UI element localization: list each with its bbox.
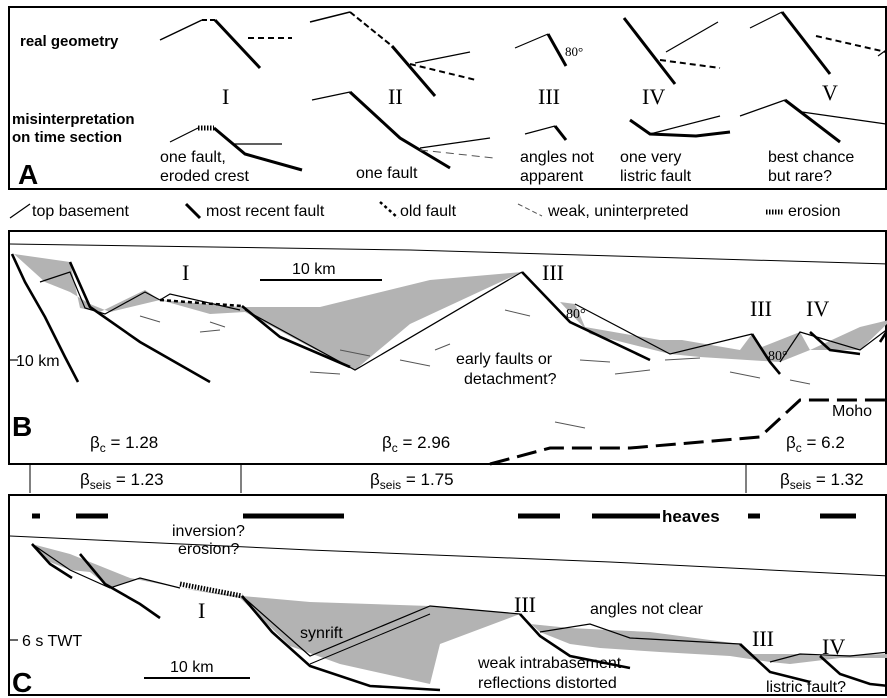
panel-c-drawing: heaves inversion? erosion? I III angles … [10, 507, 887, 698]
panel-b-early-2: detachment? [464, 371, 557, 388]
panel-b-depth-label: 10 km [16, 353, 60, 370]
case-v-caption-2: but rare? [768, 168, 832, 185]
moho-label: Moho [832, 403, 872, 420]
synrift-base [309, 613, 431, 665]
case-i-misinterpretation [169, 125, 303, 172]
case-i-numeral: I [222, 84, 229, 109]
svg-text:βc = 2.96: βc = 2.96 [382, 433, 450, 455]
panel-b-angle-2: 80° [768, 349, 788, 364]
panel-b-weak-reflections [139, 309, 811, 429]
legend-basement-swatch [9, 203, 31, 219]
panel-c-numeral-iii-1: III [514, 592, 536, 617]
panel-b-numeral-iv: IV [806, 296, 829, 321]
panel-c-letter: C [12, 667, 32, 698]
beta-seis-1: βseis = 1.23 [80, 470, 164, 492]
legend-old-fault: old fault [400, 203, 457, 220]
real-geometry-label: real geometry [20, 33, 119, 50]
beta-seis-2: βseis = 1.75 [370, 470, 454, 492]
listric-label: listric fault? [766, 679, 846, 696]
legend-recent-fault-swatch [184, 202, 202, 220]
legend-old-fault-swatch [379, 201, 399, 219]
inversion-label-1: inversion? [172, 523, 245, 540]
panel-a-letter: A [18, 159, 38, 190]
case-v-caption-1: best chance [768, 149, 854, 166]
panel-b-numeral-iii-1: III [542, 260, 564, 285]
case-ii-real [309, 11, 477, 97]
panel-c-numeral-i: I [198, 598, 205, 623]
case-iv-caption-1: one very [620, 149, 681, 166]
legend-weak-swatch [517, 203, 543, 217]
case-v-real [749, 11, 887, 75]
case-iv-real [622, 17, 721, 85]
case-iii-caption-1: angles not [520, 149, 594, 166]
case-i-caption-2: eroded crest [160, 168, 249, 185]
legend-recent-fault: most recent fault [206, 203, 325, 220]
beta-seis-drawing: βseis = 1.23 βseis = 1.75 βseis = 1.32 [29, 465, 864, 493]
beta-seis-strip: βseis = 1.23 βseis = 1.75 βseis = 1.32 [8, 465, 887, 493]
legend-weak: weak, uninterpreted [547, 203, 689, 220]
case-v-numeral: V [822, 80, 838, 105]
beta-c-1: βc = 1.28 [90, 433, 158, 455]
panel-c-numeral-iii-2: III [752, 626, 774, 651]
case-ii-caption: one fault [356, 165, 418, 182]
case-iii-real [514, 33, 568, 67]
weak-label-2: reflections distorted [478, 675, 617, 692]
legend-drawing: top basement most recent fault old fault… [9, 201, 840, 220]
moho-line [489, 398, 887, 466]
case-ii-misinterpretation [311, 90, 495, 170]
panel-b-numeral-i: I [182, 260, 189, 285]
panel-b-faults [10, 253, 887, 384]
case-iv-numeral: IV [642, 84, 665, 109]
panel-b-letter: B [12, 411, 32, 442]
panel-b-early-1: early faults or [456, 351, 553, 368]
panel-c-synrift-fill [32, 544, 887, 684]
case-i-real [159, 18, 292, 70]
panel-b: 10 km 10 km I III III IV 80° 80° early f… [8, 230, 887, 466]
panel-a-drawing: real geometry misinterpretation on time … [12, 11, 887, 190]
legend-top-basement: top basement [32, 203, 130, 220]
panel-b-drawing: 10 km 10 km I III III IV 80° 80° early f… [10, 243, 887, 466]
case-iii-caption-2: apparent [520, 168, 584, 185]
panel-c-erosion [179, 581, 243, 599]
beta-seis-3: βseis = 1.32 [780, 470, 864, 492]
svg-text:βc = 1.28: βc = 1.28 [90, 433, 158, 455]
legend-erosion: erosion [788, 203, 840, 220]
beta-c-2: βc = 2.96 [382, 433, 450, 455]
case-iv-caption-2: listric fault [620, 168, 692, 185]
synrift-label: synrift [300, 625, 343, 642]
case-i-caption-1: one fault, [160, 149, 226, 166]
weak-label-1: weak intrabasement [477, 655, 622, 672]
panel-c-scale-label: 10 km [170, 659, 214, 676]
sea-surface-line [10, 243, 887, 265]
case-iii-numeral: III [538, 84, 560, 109]
legend: top basement most recent fault old fault… [8, 196, 887, 226]
panel-b-scale-label: 10 km [292, 261, 336, 278]
heaves-label: heaves [662, 507, 720, 526]
case-ii-numeral: II [388, 84, 403, 109]
time-section-label: on time section [12, 129, 122, 146]
misinterpretation-label: misinterpretation [12, 111, 135, 128]
panel-b-synrift-fill [14, 254, 887, 370]
panel-b-angle-1: 80° [566, 307, 586, 322]
panel-b-numeral-iii-2: III [750, 296, 772, 321]
case-iii-angle: 80° [565, 44, 583, 59]
beta-c-3: βc = 6.2 [786, 433, 845, 455]
case-v-misinterpretation [739, 98, 887, 144]
panel-a: real geometry misinterpretation on time … [8, 6, 887, 190]
twt-label: 6 s TWT [22, 633, 82, 650]
inversion-label-2: erosion? [178, 541, 239, 558]
case-iii-misinterpretation [524, 125, 568, 141]
svg-text:βc = 6.2: βc = 6.2 [786, 433, 845, 455]
panel-c-numeral-iv: IV [822, 634, 845, 659]
panel-c-sea-surface [10, 535, 887, 577]
panel-c: heaves inversion? erosion? I III angles … [8, 494, 887, 698]
panel-c-faults [31, 543, 887, 692]
case-iv-misinterpretation [629, 115, 731, 138]
angles-not-clear: angles not clear [590, 601, 704, 618]
